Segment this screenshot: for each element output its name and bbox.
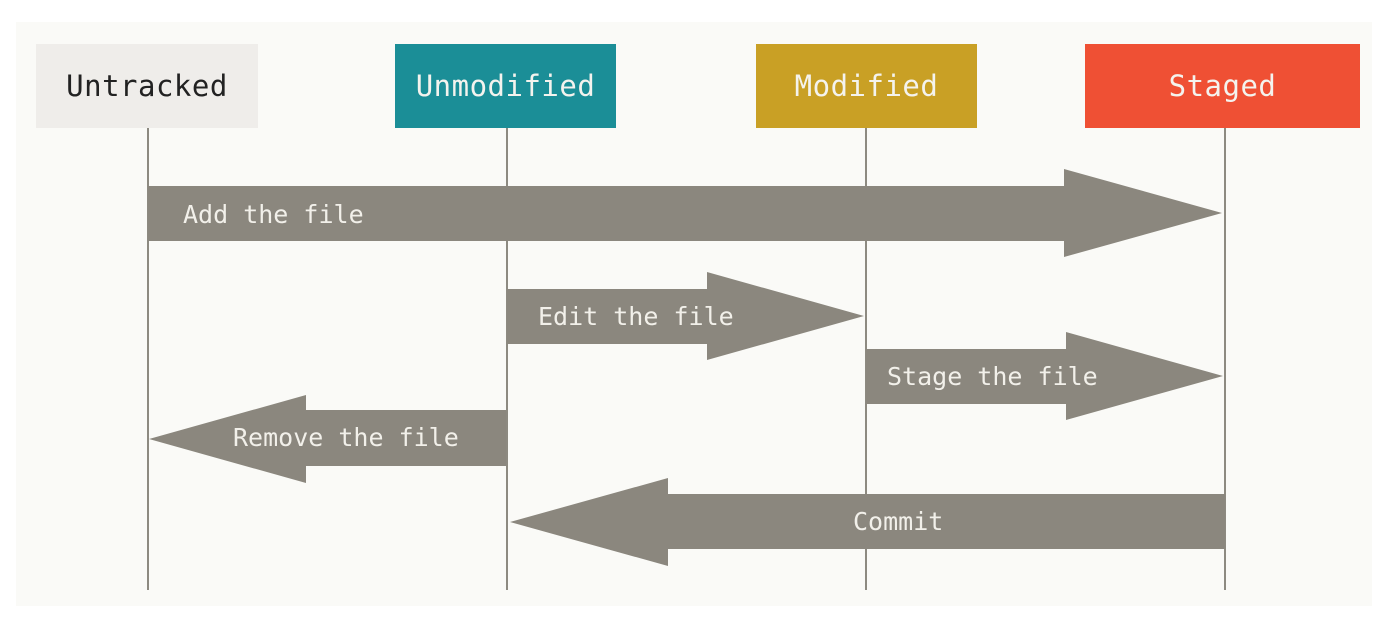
arrow-remove-the-file-label: Remove the file: [233, 423, 459, 452]
arrow-remove-the-file: Remove the file: [149, 395, 506, 483]
state-staged: Staged: [1085, 44, 1360, 128]
arrow-add-the-file-label: Add the file: [183, 200, 364, 229]
lifeline-staged: [1224, 128, 1226, 590]
lifeline-modified: [865, 128, 867, 590]
state-untracked-label: Untracked: [66, 69, 228, 103]
state-unmodified: Unmodified: [395, 44, 616, 128]
arrow-stage-the-file-shape: [866, 332, 1223, 420]
state-staged-label: Staged: [1168, 69, 1277, 103]
arrow-commit: Commit: [510, 478, 1225, 566]
arrow-stage-the-file-label: Stage the file: [887, 362, 1098, 391]
arrow-commit-shape: [510, 478, 1225, 566]
state-untracked: Untracked: [36, 44, 258, 128]
state-modified: Modified: [756, 44, 977, 128]
arrow-stage-the-file: Stage the file: [866, 332, 1223, 420]
arrow-edit-the-file-label: Edit the file: [538, 302, 734, 331]
arrow-remove-the-file-shape: [149, 395, 506, 483]
lifeline-unmodified: [506, 128, 508, 590]
arrow-add-the-file-shape: [148, 169, 1222, 257]
arrow-edit-the-file-shape: [507, 272, 864, 360]
arrow-add-the-file: Add the file: [148, 169, 1222, 257]
arrow-edit-the-file: Edit the file: [507, 272, 864, 360]
state-modified-label: Modified: [794, 69, 939, 103]
arrow-commit-label: Commit: [853, 507, 943, 536]
lifeline-untracked: [147, 128, 149, 590]
state-unmodified-label: Unmodified: [415, 69, 596, 103]
